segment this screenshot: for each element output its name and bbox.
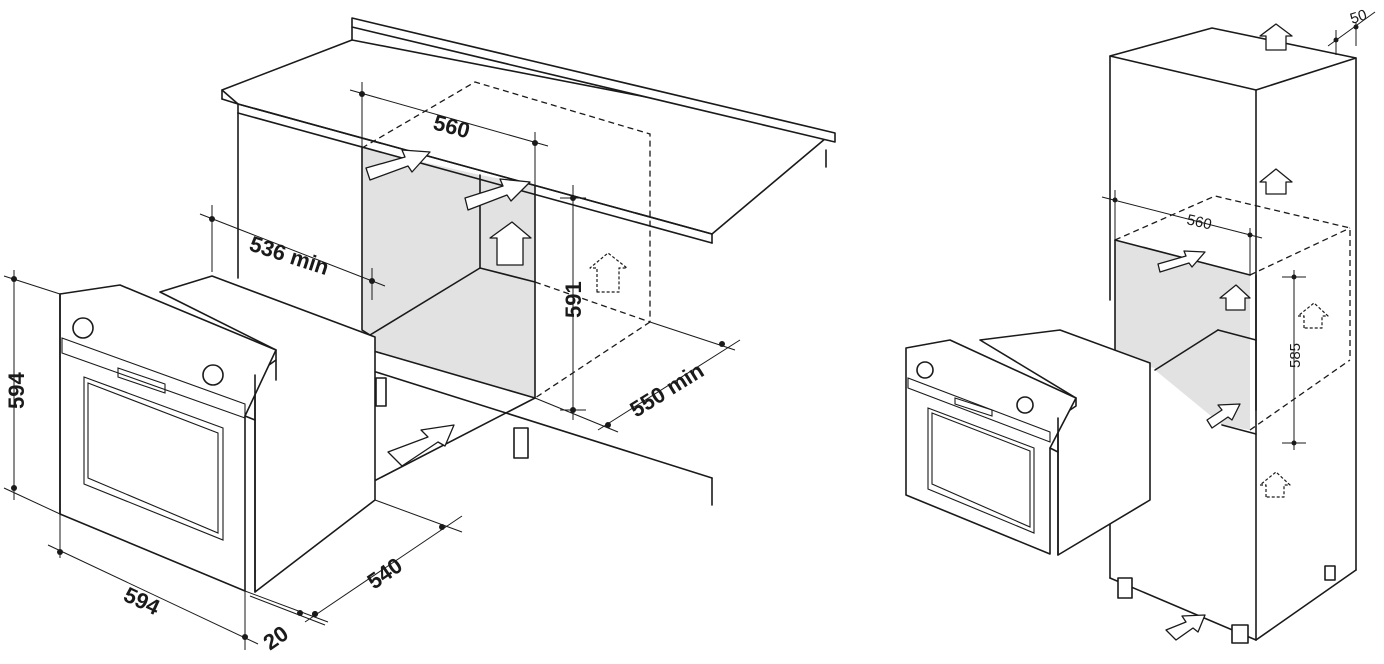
airflow-arrow-icon xyxy=(1259,471,1291,498)
dim-column-niche-height xyxy=(1282,270,1306,450)
airflow-arrows xyxy=(365,149,628,467)
label-front-panel: 20 xyxy=(259,621,293,656)
airflow-arrow-icon xyxy=(1219,284,1251,311)
dim-front-panel xyxy=(244,590,329,626)
knob-right-icon xyxy=(202,364,224,386)
dim-oven-height xyxy=(3,270,61,515)
airflow-arrow-icon xyxy=(1297,302,1329,329)
label-niche-depth: 536 min xyxy=(246,231,332,280)
airflow-arrow-icon xyxy=(1157,250,1206,273)
dim-niche-width xyxy=(349,82,549,185)
display-icon xyxy=(117,367,166,394)
cabinet-foot xyxy=(513,427,529,459)
niche-dashed-outline xyxy=(361,81,651,399)
cabinet-carcass xyxy=(237,112,713,506)
airflow-arrow-icon xyxy=(1259,23,1293,51)
knob-right-icon xyxy=(1016,396,1034,414)
dim-top-gap xyxy=(1327,11,1376,55)
airflow-arrow-icon xyxy=(1206,403,1241,429)
knob-left-icon xyxy=(72,317,94,339)
airflow-arrow-icon xyxy=(589,252,628,293)
label-column-niche-width: 560 xyxy=(1185,211,1213,233)
dim-column-niche-width xyxy=(1101,190,1263,275)
oven-right xyxy=(905,329,1151,556)
cabinet-foot xyxy=(1117,577,1133,599)
label-column-niche-height: 585 xyxy=(1287,343,1304,368)
cabinet-foot xyxy=(375,377,387,407)
airflow-arrow-icon xyxy=(489,221,532,266)
dim-niche-depth xyxy=(199,205,386,300)
column-airflow-arrows xyxy=(1157,23,1329,641)
niche-floor xyxy=(370,268,535,398)
label-oven-height: 594 xyxy=(4,372,29,409)
airflow-arrow-icon xyxy=(387,424,455,467)
airflow-arrow-icon xyxy=(464,178,531,211)
dim-clearance xyxy=(534,321,741,433)
airflow-arrow-icon xyxy=(1165,614,1206,641)
cabinet-foot xyxy=(1231,624,1249,644)
airflow-arrow-icon xyxy=(365,149,431,181)
right-installation-figure: 50 560 585 xyxy=(905,6,1376,644)
label-oven-depth: 540 xyxy=(363,553,407,595)
tall-cabinet xyxy=(1109,27,1357,644)
display-icon xyxy=(954,397,993,417)
label-oven-width: 594 xyxy=(120,582,165,620)
label-top-gap: 50 xyxy=(1348,6,1369,27)
oven-door-window xyxy=(87,382,219,534)
knob-left-icon xyxy=(916,361,934,379)
left-installation-figure: 560 536 min 591 550 min 594 594 540 20 xyxy=(3,17,836,656)
airflow-arrow-icon xyxy=(1259,168,1293,195)
dim-oven-width xyxy=(47,514,259,650)
cabinet-foot xyxy=(1324,565,1336,581)
oven-left xyxy=(59,275,376,593)
label-niche-height: 591 xyxy=(561,281,586,318)
label-clearance: 550 min xyxy=(625,358,708,423)
oven-door-window xyxy=(931,412,1031,528)
column-niche-dashed-outline xyxy=(1114,195,1351,431)
countertop xyxy=(221,17,836,244)
